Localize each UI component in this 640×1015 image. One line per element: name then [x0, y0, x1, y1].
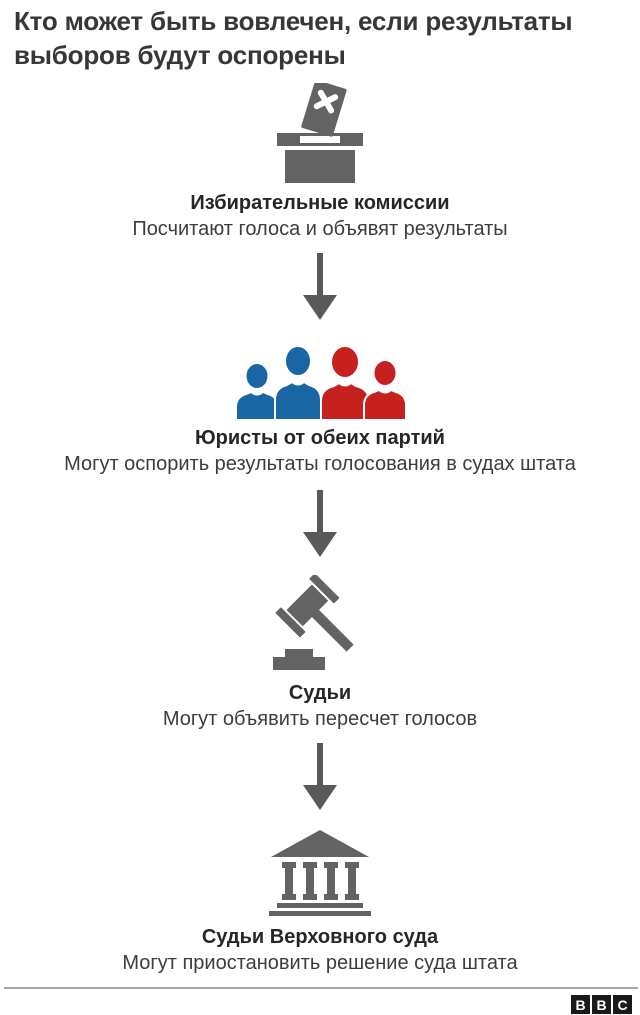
step-election-commissions: Избирательные комиссии Посчитают голоса … — [0, 191, 640, 242]
step-description: Могут оспорить результаты голосования в … — [64, 452, 576, 475]
footer-divider — [4, 987, 638, 989]
flowchart: Избирательные комиссии Посчитают голоса … — [0, 73, 640, 976]
courthouse-icon — [264, 828, 376, 916]
step-party-lawyers: Юристы от обеих партий Могут оспорить ре… — [0, 426, 640, 477]
bbc-logo-letter: B — [592, 995, 611, 1014]
down-arrow-icon — [300, 489, 340, 563]
bbc-logo: B B C — [571, 995, 632, 1014]
ballot-box-icon — [265, 82, 375, 183]
step-description: Могут объявить пересчет голосов — [162, 707, 478, 730]
party-lawyers-icon — [234, 345, 406, 420]
step-supreme-court: Судьи Верховного суда Могут приостановит… — [0, 925, 640, 976]
gavel-icon — [260, 574, 380, 672]
step-heading: Избирательные комиссии — [190, 191, 450, 214]
down-arrow-icon — [300, 742, 340, 816]
step-heading: Судьи — [288, 681, 352, 704]
step-description: Посчитают голоса и объявят результаты — [132, 217, 508, 240]
bbc-logo-letter: C — [613, 995, 632, 1014]
down-arrow-icon — [300, 252, 340, 326]
page-title: Кто может быть вовлечен, если результаты… — [14, 6, 573, 71]
step-description: Могут приостановить решение суда штата — [122, 951, 518, 974]
step-judges: Судьи Могут объявить пересчет голосов — [0, 681, 640, 732]
bbc-logo-letter: B — [571, 995, 590, 1014]
step-heading: Судьи Верховного суда — [201, 925, 439, 948]
step-heading: Юристы от обеих партий — [195, 426, 445, 449]
